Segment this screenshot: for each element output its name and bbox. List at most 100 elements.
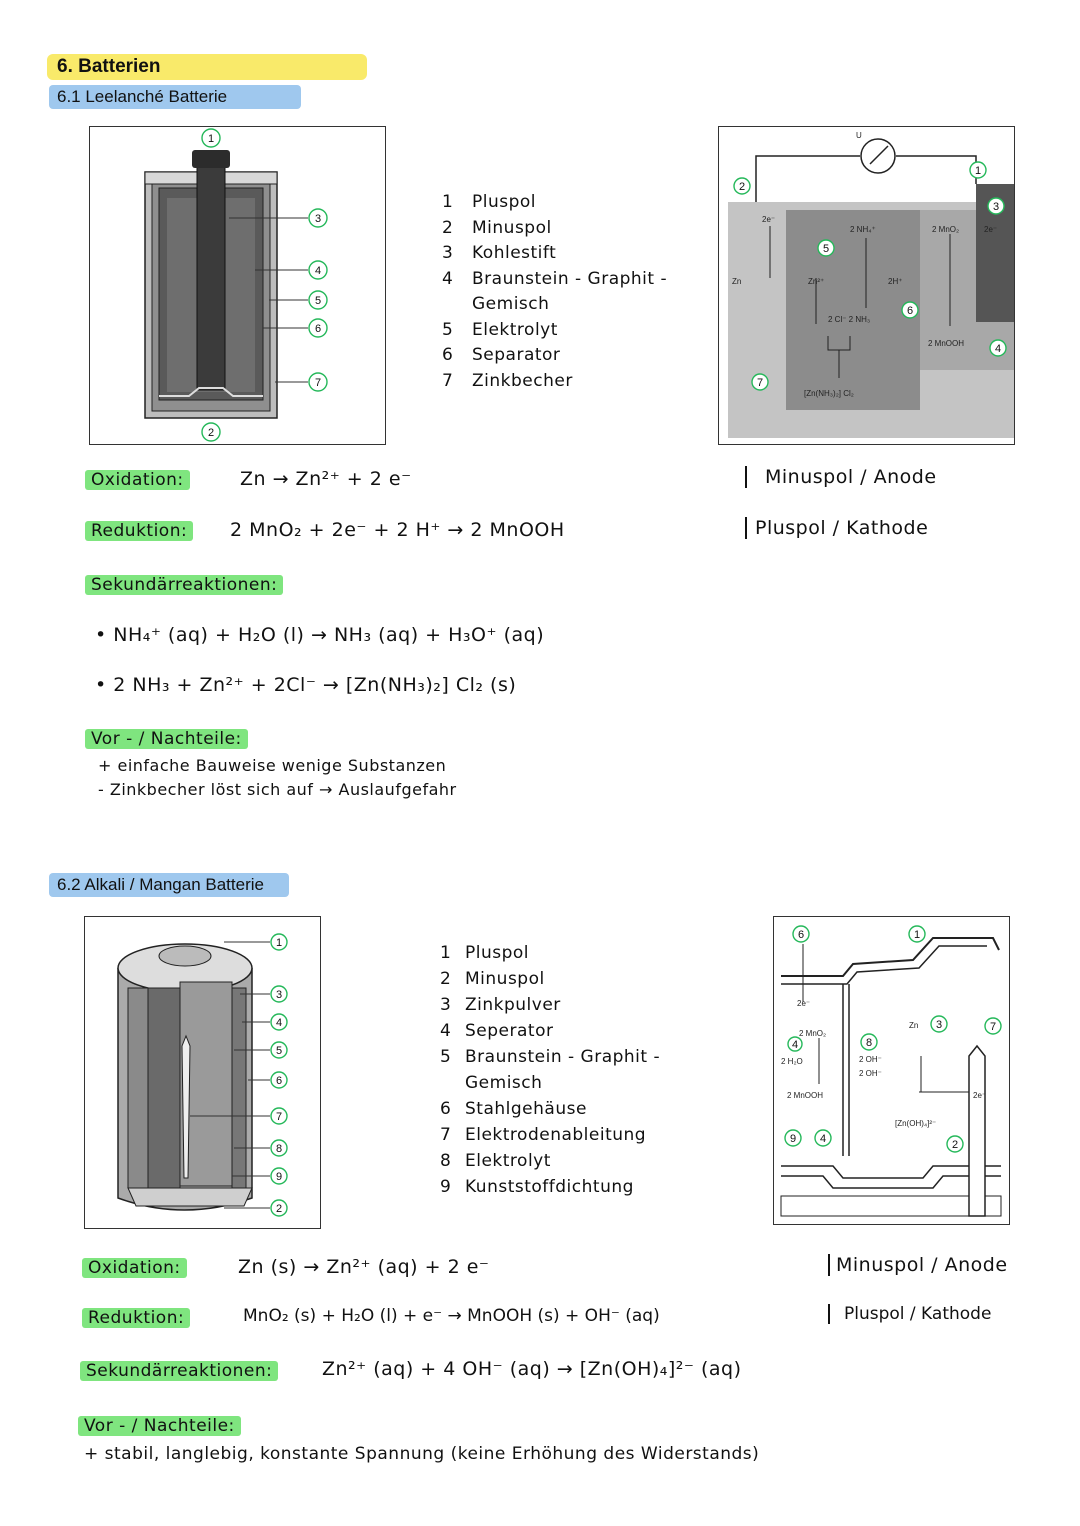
- sekundaer-equation-2: Zn²⁺ (aq) + 4 OH⁻ (aq) → [Zn(OH)₄]²⁻ (aq…: [322, 1358, 742, 1380]
- svg-text:7: 7: [315, 377, 321, 389]
- svg-text:4: 4: [276, 1017, 282, 1029]
- list-item: - Zinkbecher löst sich auf → Auslaufgefa…: [98, 780, 457, 799]
- svg-text:3: 3: [936, 1019, 942, 1031]
- svg-text:1: 1: [208, 133, 214, 145]
- vor-nachteile-label-1: Vor - / Nachteile:: [85, 729, 248, 749]
- svg-text:1: 1: [975, 165, 981, 177]
- svg-text:2e⁻: 2e⁻: [973, 1091, 986, 1100]
- svg-text:2 OH⁻: 2 OH⁻: [859, 1069, 882, 1078]
- svg-text:9: 9: [276, 1171, 282, 1183]
- alkali-cutaway-figure: 1 3 4 5 6 7 8 9 2: [84, 916, 322, 1234]
- vor-nachteile-list-2: + stabil, langlebig, konstante Spannung …: [84, 1442, 759, 1466]
- legend-item: Gemisch: [465, 1073, 543, 1093]
- svg-text:2H⁺: 2H⁺: [888, 277, 902, 286]
- svg-text:2 MnOOH: 2 MnOOH: [787, 1091, 823, 1100]
- svg-text:9: 9: [790, 1133, 796, 1145]
- svg-text:Zn: Zn: [732, 277, 741, 286]
- sekundaer-label-2: Sekundärreaktionen:: [80, 1361, 279, 1381]
- oxidation-label-1: Oxidation:: [85, 470, 190, 490]
- legend-item: Gemisch: [472, 294, 550, 314]
- svg-text:Zn: Zn: [909, 1021, 918, 1030]
- svg-text:3: 3: [276, 989, 282, 1001]
- svg-text:U: U: [856, 131, 862, 140]
- marker-1: [201, 128, 221, 148]
- alkali-schematic-figure: 2e⁻ 2 MnO₂ 2 H₂O 2 OH⁻ 2 OH⁻ 2 MnOOH Zn …: [773, 916, 1011, 1230]
- svg-text:[Zn(OH)₄]²⁻: [Zn(OH)₄]²⁻: [895, 1119, 936, 1128]
- sekundaer-label-1: Sekundärreaktionen:: [85, 575, 284, 595]
- section-heading-leclanche: 6.1 Leelanché Batterie: [49, 85, 301, 109]
- svg-text:Zn²⁺: Zn²⁺: [808, 277, 824, 286]
- oxidation-equation-1: Zn → Zn²⁺ + 2 e⁻: [240, 468, 412, 490]
- oxidation-note-2: Minuspol / Anode: [828, 1254, 1008, 1276]
- svg-text:1: 1: [276, 937, 282, 949]
- svg-text:6: 6: [315, 323, 321, 335]
- svg-text:2: 2: [952, 1139, 958, 1151]
- section-heading-alkali: 6.2 Alkali / Mangan Batterie: [49, 873, 289, 897]
- oxidation-note-1: Minuspol / Anode: [745, 466, 937, 488]
- page-title: 6. Batterien: [47, 54, 367, 80]
- leclanche-schematic-figure: U 2e⁻ 2 NH₄⁺ 2 MnO₂ 2e⁻ Zn Zn²⁺ 2H⁺ 2 Cl…: [718, 126, 1016, 450]
- sekundaer-equation-1b: • 2 NH₃ + Zn²⁺ + 2Cl⁻ → [Zn(NH₃)₂] Cl₂ (…: [95, 674, 517, 696]
- svg-text:3: 3: [993, 201, 999, 213]
- svg-text:2e⁻: 2e⁻: [797, 999, 810, 1008]
- svg-text:7: 7: [757, 377, 763, 389]
- reduktion-equation-2: MnO₂ (s) + H₂O (l) + e⁻ → MnOOH (s) + OH…: [243, 1306, 660, 1326]
- list-item: + stabil, langlebig, konstante Spannung …: [84, 1444, 760, 1464]
- reduktion-note-2: Pluspol / Kathode: [828, 1304, 991, 1324]
- reduktion-label-1: Reduktion:: [85, 521, 194, 541]
- svg-text:2: 2: [276, 1203, 282, 1215]
- svg-text:1: 1: [914, 929, 920, 941]
- reduktion-label-2: Reduktion:: [82, 1308, 191, 1328]
- oxidation-label-2: Oxidation:: [82, 1258, 187, 1278]
- svg-text:8: 8: [276, 1143, 282, 1155]
- svg-text:[Zn(NH₃)₂] Cl₂: [Zn(NH₃)₂] Cl₂: [804, 389, 854, 398]
- vor-nachteile-list-1: + einfache Bauweise wenige Substanzen - …: [98, 754, 457, 802]
- svg-text:6: 6: [798, 929, 804, 941]
- svg-text:2: 2: [208, 427, 214, 439]
- svg-text:2: 2: [739, 181, 745, 193]
- svg-text:2 NH₄⁺: 2 NH₄⁺: [850, 225, 876, 234]
- svg-text:6: 6: [276, 1075, 282, 1087]
- oxidation-equation-2: Zn (s) → Zn²⁺ (aq) + 2 e⁻: [238, 1256, 490, 1278]
- reduktion-equation-1: 2 MnO₂ + 2e⁻ + 2 H⁺ → 2 MnOOH: [230, 519, 565, 541]
- leclanche-cross-section-figure: 1 3 4 5 6 7 2: [89, 126, 387, 450]
- svg-text:3: 3: [315, 213, 321, 225]
- sekundaer-equation-1a: • NH₄⁺ (aq) + H₂O (l) → NH₃ (aq) + H₃O⁺ …: [95, 624, 545, 646]
- svg-text:4: 4: [792, 1039, 798, 1051]
- svg-text:4: 4: [995, 343, 1001, 355]
- svg-text:2 MnO₂: 2 MnO₂: [799, 1029, 826, 1038]
- svg-text:4: 4: [820, 1133, 826, 1145]
- svg-text:2 H₂O: 2 H₂O: [781, 1057, 803, 1066]
- vor-nachteile-label-2: Vor - / Nachteile:: [78, 1416, 241, 1436]
- svg-text:2 Cl⁻ 2 NH₃: 2 Cl⁻ 2 NH₃: [828, 315, 870, 324]
- svg-text:8: 8: [866, 1037, 872, 1049]
- svg-text:7: 7: [276, 1111, 282, 1123]
- svg-text:5: 5: [315, 295, 321, 307]
- svg-text:5: 5: [823, 243, 829, 255]
- reduktion-note-1: Pluspol / Kathode: [745, 517, 928, 539]
- svg-text:7: 7: [990, 1021, 996, 1033]
- svg-text:4: 4: [315, 265, 321, 277]
- svg-text:2e⁻: 2e⁻: [984, 225, 997, 234]
- svg-text:2 MnO₂: 2 MnO₂: [932, 225, 959, 234]
- svg-text:5: 5: [276, 1045, 282, 1057]
- svg-text:6: 6: [907, 305, 913, 317]
